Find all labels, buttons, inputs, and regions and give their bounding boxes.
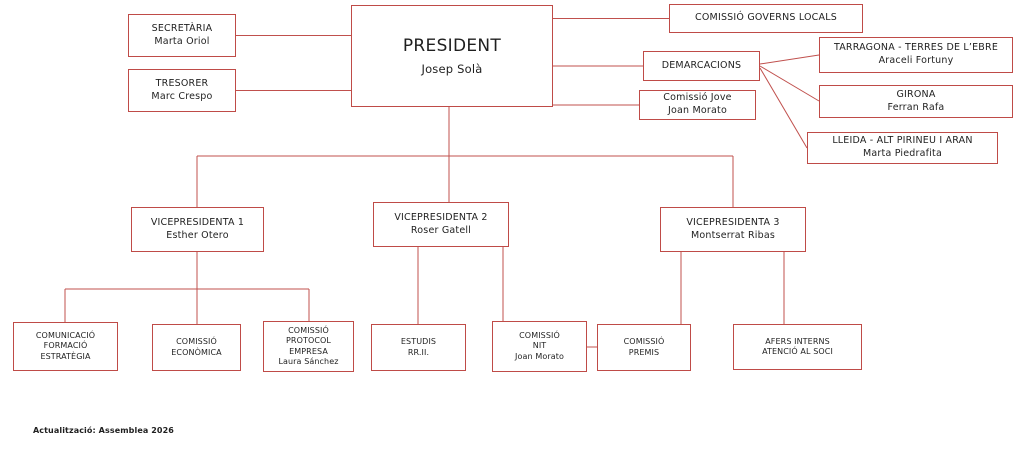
org-box-vicepresidenta-2: VICEPRESIDENTA 2 Roser Gatell [373, 202, 509, 247]
role-label: COMISSIÓ GOVERNS LOCALS [695, 12, 837, 24]
person-name: Laura Sánchez [278, 356, 339, 366]
role-label: ESTRATÈGIA [40, 351, 91, 361]
role-label: TRESORER [155, 77, 209, 89]
org-box-vicepresidenta-1: VICEPRESIDENTA 1 Esther Otero [131, 207, 264, 252]
role-label: PREMIS [628, 347, 660, 357]
person-name: Marta Oriol [154, 35, 210, 47]
person-name: Marc Crespo [151, 90, 213, 102]
region-label: TARRAGONA - TERRES DE L’EBRE [833, 42, 999, 54]
role-label: COMISSIÓ [176, 337, 217, 347]
role-label: EMPRESA [289, 346, 328, 356]
role-label: COMISSIÓ [623, 337, 665, 347]
role-label: ESTUDIS [400, 337, 437, 347]
person-name: Araceli Fortuny [878, 55, 954, 66]
role-label: VICEPRESIDENTA 2 [394, 211, 488, 223]
region-label: GIRONA [896, 88, 936, 100]
person-name: Ferran Rafa [887, 101, 945, 113]
role-label: NIT [532, 341, 547, 351]
org-box-comunicacio-formacio-estrategia: COMUNICACIÓ FORMACIÓ ESTRATÈGIA [13, 322, 118, 371]
role-label: COMUNICACIÓ [35, 331, 96, 341]
org-box-girona: GIRONA Ferran Rafa [819, 85, 1013, 118]
org-box-comissio-premis: COMISSIÓ PREMIS [597, 324, 691, 371]
org-box-comissio-governs-locals: COMISSIÓ GOVERNS LOCALS [669, 4, 863, 33]
role-label: Comissió Jove [663, 92, 732, 104]
role-label: ECONÒMICA [171, 347, 222, 357]
org-box-president: PRESIDENT Josep Solà [351, 5, 553, 107]
person-name: Joan Morato [515, 351, 564, 361]
role-label: PRESIDENT [402, 35, 502, 56]
role-label: PROTOCOL [285, 336, 331, 346]
role-label: COMISSIÓ [519, 331, 560, 341]
org-box-afers-interns: AFERS INTERNS ATENCIÓ AL SOCI [733, 324, 862, 370]
org-box-tresorer: TRESORER Marc Crespo [128, 69, 236, 112]
role-label: SECRETÀRIA [151, 22, 213, 34]
role-label: VICEPRESIDENTA 1 [150, 216, 245, 228]
role-label: AFERS INTERNS [765, 336, 830, 346]
person-name: Roser Gatell [410, 224, 472, 236]
role-label: RR.II. [407, 347, 430, 357]
org-box-secretaria: SECRETÀRIA Marta Oriol [128, 14, 236, 57]
role-label: DEMARCACIONS [661, 59, 742, 71]
person-name: Josep Solà [421, 62, 483, 77]
org-box-comissio-protocol-empresa: COMISSIÓ PROTOCOL EMPRESA Laura Sánchez [263, 321, 354, 372]
org-box-tarragona: TARRAGONA - TERRES DE L’EBRE Araceli For… [819, 37, 1013, 73]
org-box-comissio-economica: COMISSIÓ ECONÒMICA [152, 324, 241, 371]
region-label: LLEIDA - ALT PIRINEU I ARAN [832, 135, 973, 147]
org-box-comissio-jove: Comissió Jove Joan Morato [639, 90, 756, 120]
person-name: Montserrat Ribas [690, 229, 775, 241]
org-box-estudis-rrii: ESTUDIS RR.II. [371, 324, 466, 371]
person-name: Esther Otero [166, 229, 229, 241]
org-box-comissio-nit: COMISSIÓ NIT Joan Morato [492, 321, 587, 372]
person-name: Marta Piedrafita [863, 148, 942, 159]
person-name: Joan Morato [668, 105, 727, 116]
role-label: ATENCIÓ AL SOCI [762, 347, 833, 356]
org-box-vicepresidenta-3: VICEPRESIDENTA 3 Montserrat Ribas [660, 207, 806, 252]
org-box-demarcacions: DEMARCACIONS [643, 51, 760, 81]
role-label: COMISSIÓ [288, 326, 329, 336]
role-label: FORMACIÓ [43, 341, 88, 351]
role-label: VICEPRESIDENTA 3 [686, 216, 780, 228]
org-box-lleida: LLEIDA - ALT PIRINEU I ARAN Marta Piedra… [807, 132, 998, 164]
update-caption: Actualització: Assemblea 2026 [33, 426, 174, 435]
